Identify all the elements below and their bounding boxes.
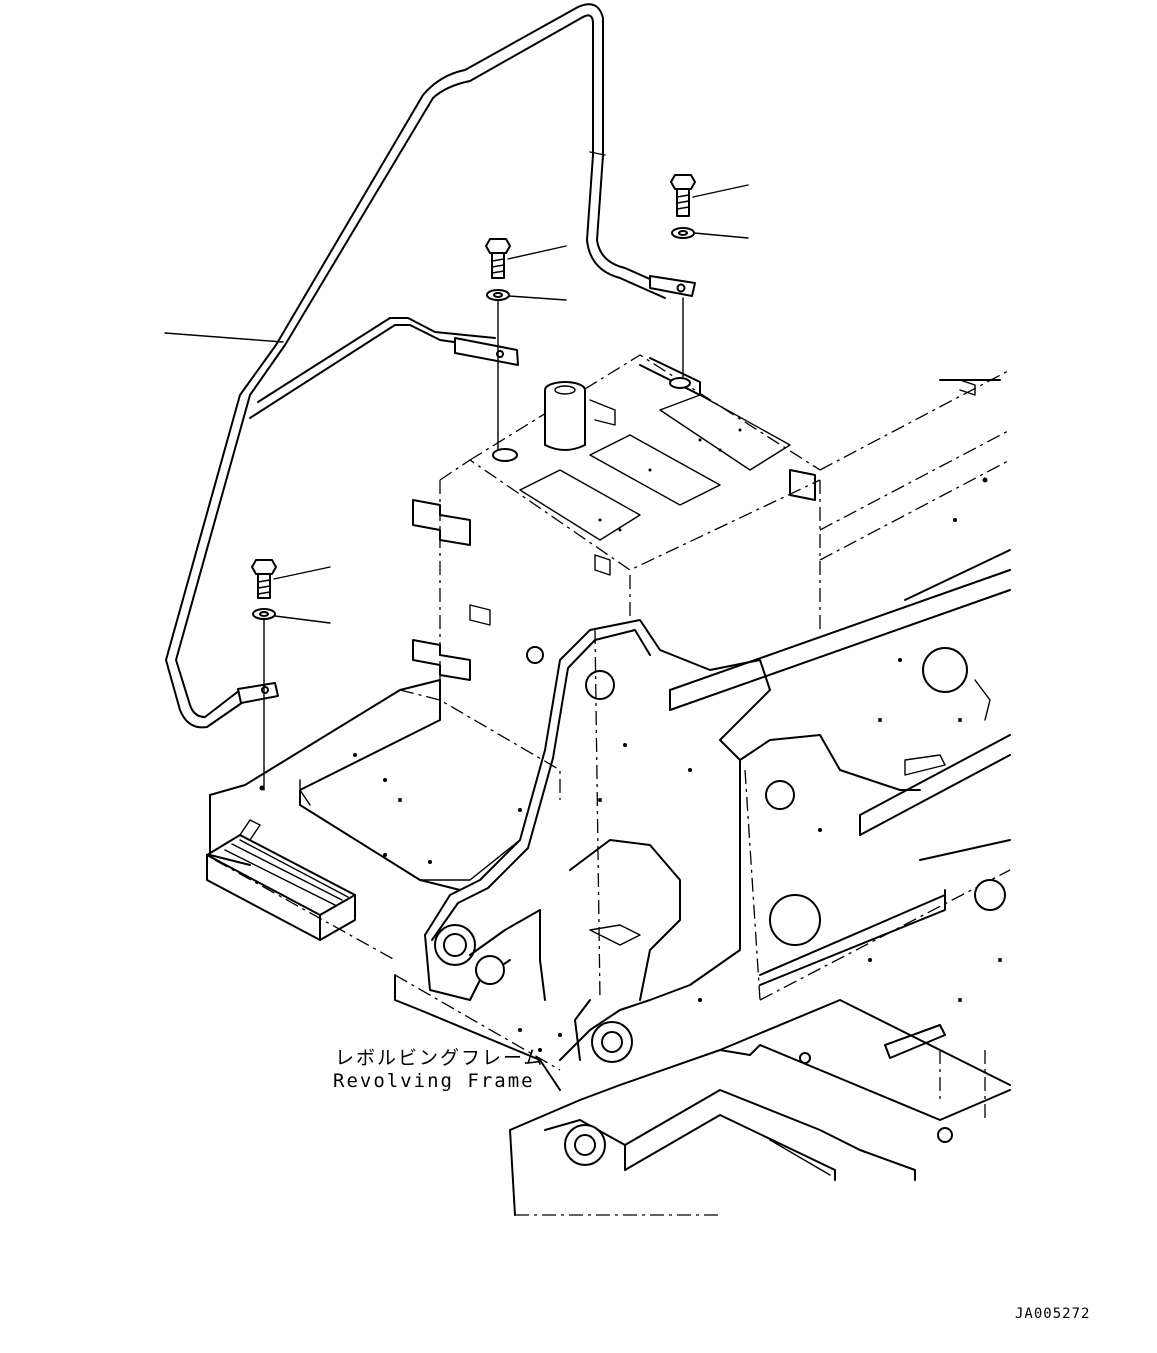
leader-bolt-right	[692, 184, 749, 198]
fastener-set-center	[485, 238, 511, 451]
drawing-number: JA005272	[1015, 1306, 1091, 1322]
bolt-holes	[259, 428, 1002, 1052]
leader-lines	[164, 184, 749, 624]
step-plate	[206, 819, 356, 941]
leader-bolt-center	[507, 245, 567, 260]
handrail	[165, 3, 696, 729]
frame-label-jp: レボルビングフレーム	[335, 1047, 545, 1069]
washer-right	[671, 227, 695, 239]
leader-washer-center	[508, 295, 567, 301]
bolt-center	[485, 238, 511, 279]
washer-center	[486, 289, 510, 301]
leader-bolt-left	[273, 566, 331, 580]
leader-handrail	[164, 332, 284, 343]
washer-left	[252, 608, 276, 620]
bolt-right	[670, 174, 696, 217]
revolving-frame	[206, 354, 1011, 1216]
lower-frame	[394, 974, 1011, 1216]
frame-label-en: Revolving Frame	[333, 1070, 535, 1092]
bolt-left	[251, 559, 277, 599]
tank	[412, 354, 821, 700]
side-beams	[669, 369, 1011, 1001]
fastener-set-right	[670, 174, 696, 379]
leader-washer-right	[693, 232, 749, 239]
fastener-set-left	[251, 559, 277, 791]
boom-brackets	[424, 619, 968, 1063]
leader-washer-left	[274, 615, 331, 624]
